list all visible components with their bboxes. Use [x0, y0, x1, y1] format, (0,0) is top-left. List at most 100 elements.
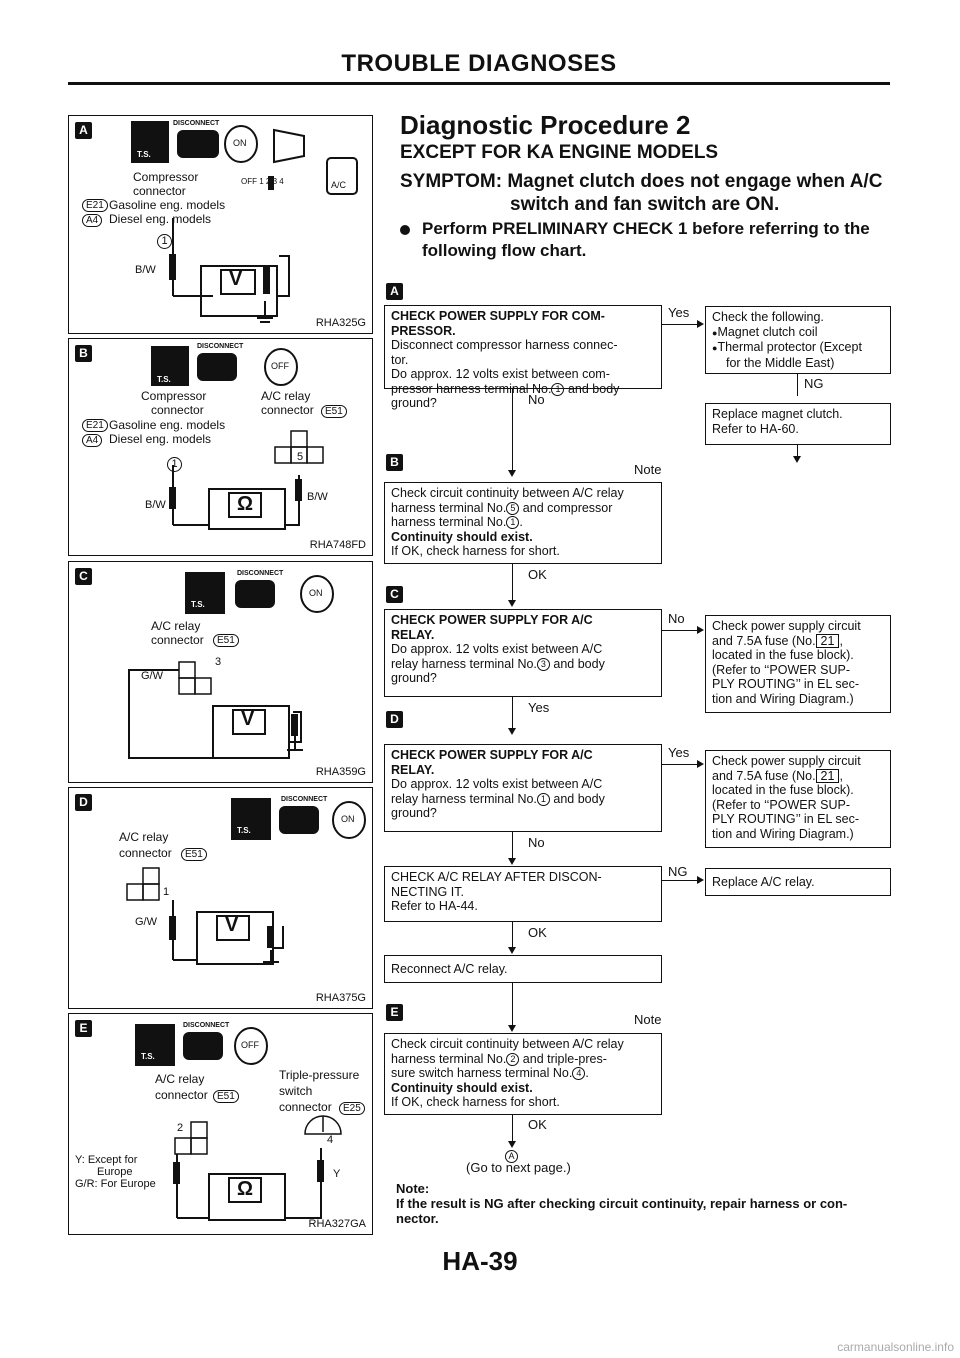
step4-box: CHECK POWER SUPPLY FOR A/C RELAY. Do app…	[384, 744, 662, 832]
diesel-label: Diesel eng. models	[109, 212, 212, 226]
flow-badge-e: E	[386, 1004, 403, 1021]
connector-a4: A4	[82, 214, 103, 227]
connector-e21: E21	[82, 199, 108, 212]
step6-line-4: Continuity should exist.	[391, 1080, 533, 1095]
goto-marker: A	[505, 1150, 518, 1163]
arrow-down-icon	[508, 1025, 516, 1032]
diesel-label: Diesel eng. models	[109, 432, 212, 446]
terminal-pin: 5	[506, 501, 520, 515]
symptom-line-1: SYMPTOM: Magnet clutch does not engage w…	[400, 171, 883, 192]
figure-ref: RHA748FD	[309, 539, 366, 551]
yes-connector-3	[662, 764, 698, 765]
arrow-right-icon	[697, 876, 704, 884]
connector-e21: E21	[82, 419, 108, 432]
step1-line-4: pressor harness terminal No.	[391, 381, 552, 396]
disconnect-label: DISCONNECT	[281, 796, 328, 803]
step6-line-1: Check circuit continuity between A/C rel…	[391, 1037, 624, 1051]
step2-line-2: harness terminal No.	[391, 500, 507, 515]
step6-line-3b: .	[585, 1066, 589, 1080]
ts-label: T.S.	[237, 826, 251, 835]
terminal-pin: 2	[506, 1052, 520, 1066]
replace-relay-box: Replace A/C relay.	[705, 868, 891, 896]
ok-connector-2	[512, 922, 513, 950]
terminal-pin: 1	[506, 516, 520, 529]
no-label-1: No	[528, 392, 545, 407]
ng-label-2: NG	[668, 864, 688, 879]
figure-ref: RHA327GA	[308, 1218, 366, 1230]
ohmmeter-icon: Ω	[237, 1178, 254, 1200]
step3-line-2b: and body	[549, 656, 605, 671]
disconnect-label: DISCONNECT	[173, 120, 220, 127]
ng-connector-2	[662, 880, 698, 881]
step6-line-5: If OK, check harness for short.	[391, 1095, 560, 1109]
power-check-2-line-2: and 7.5A fuse (No.	[712, 768, 816, 783]
step2-box: Check circuit continuity between A/C rel…	[384, 482, 662, 564]
reconnect-box: Reconnect A/C relay.	[384, 955, 662, 983]
note-label-2: Note	[634, 1012, 662, 1027]
disconnect-label: DISCONNECT	[183, 1022, 230, 1029]
clutch-down-connector	[797, 445, 798, 459]
note-label-1: Note	[634, 462, 662, 477]
procedure-title: Diagnostic Procedure 2	[400, 110, 691, 140]
reconnect-text: Reconnect A/C relay.	[391, 962, 508, 976]
panel-badge: C	[75, 568, 92, 585]
connector-e51: E51	[213, 634, 239, 647]
yes-label-1: Yes	[668, 305, 690, 320]
step3-title-1: CHECK POWER SUPPLY FOR A/C	[391, 613, 593, 627]
connector-label: Compressor	[133, 170, 199, 184]
symptom-line-2: switch and fan switch are ON.	[510, 194, 780, 215]
step6-line-2b: and triple-pres-	[519, 1051, 607, 1066]
power-check-1-line-4: (Refer to ‘‘POWER SUP-	[712, 662, 850, 677]
panel-d: D DISCONNECT T.S. ON A/C relay connector…	[68, 787, 373, 1009]
step1-line-2: tor.	[391, 352, 409, 367]
relay-voltage-diagram	[128, 572, 334, 759]
ok-connector-1	[512, 564, 513, 604]
relay-connector-label: A/C relay	[151, 619, 201, 633]
step1-line-4b: and body	[564, 381, 620, 396]
ac-switch-label: A/C	[331, 180, 347, 190]
triple-pressure-label: Triple-pressure	[279, 1068, 360, 1082]
connector-label-2: connector	[151, 403, 204, 417]
step6-box: Check circuit continuity between A/C rel…	[384, 1033, 662, 1115]
note-text-1: If the result is NG after checking circu…	[396, 1196, 848, 1211]
disconnect-label: DISCONNECT	[237, 570, 284, 577]
wire-legend-2: Europe	[97, 1166, 133, 1178]
wire-label: G/W	[135, 916, 157, 928]
step1-line-5: ground?	[391, 396, 437, 410]
pin-label: 1	[157, 234, 172, 249]
yes-label-3: Yes	[668, 745, 690, 760]
voltmeter-icon: V	[229, 268, 243, 290]
step1-box: CHECK POWER SUPPLY FOR COM- PRESSOR. Dis…	[384, 305, 662, 410]
no-label-2: No	[668, 611, 685, 626]
ok-label-1: OK	[528, 567, 547, 582]
ts-label: T.S.	[157, 375, 171, 384]
footnote: Note: If the result is NG after checking…	[396, 1181, 894, 1226]
pin-2-label: 2	[177, 1122, 184, 1134]
terminal-pin: 3	[536, 657, 550, 671]
step2-line-2b: and compressor	[519, 500, 613, 515]
wire-legend-3: G/R: For Europe	[75, 1178, 156, 1190]
figure-ref: RHA375G	[315, 992, 366, 1004]
connector-e25: E25	[339, 1102, 365, 1115]
replace-relay-text: Replace A/C relay.	[712, 875, 815, 889]
step6-line-2: harness terminal No.	[391, 1051, 507, 1066]
symptom-heading: SYMPTOM: Magnet clutch does not engage w…	[400, 170, 892, 216]
step1-line-3: Do approx. 12 volts exist between com-	[391, 367, 610, 381]
check-following-line-2: Magnet clutch coil	[717, 324, 818, 339]
step2-line-3: harness terminal No.	[391, 515, 507, 529]
wire-label: B/W	[145, 499, 166, 511]
panel-c: C DISCONNECT T.S. ON A/C relay connector…	[68, 561, 373, 783]
connector-e51: E51	[321, 405, 347, 418]
arrow-down-icon	[508, 470, 516, 477]
wire-label-2: B/W	[307, 491, 328, 503]
ng-connector-1	[797, 374, 798, 396]
ts-label: T.S.	[141, 1052, 155, 1061]
replace-clutch-line-1: Replace magnet clutch.	[712, 407, 843, 421]
connector-e51: E51	[181, 848, 207, 861]
step5-line-1: CHECK A/C RELAY AFTER DISCON-	[391, 870, 602, 884]
terminal-pin: 4	[572, 1067, 586, 1080]
key-on-label: ON	[341, 814, 355, 824]
relay-terminal1-voltage-diagram	[126, 798, 366, 965]
pin-label: 3	[215, 656, 222, 668]
goto-next-page: (Go to next page.)	[466, 1160, 571, 1175]
